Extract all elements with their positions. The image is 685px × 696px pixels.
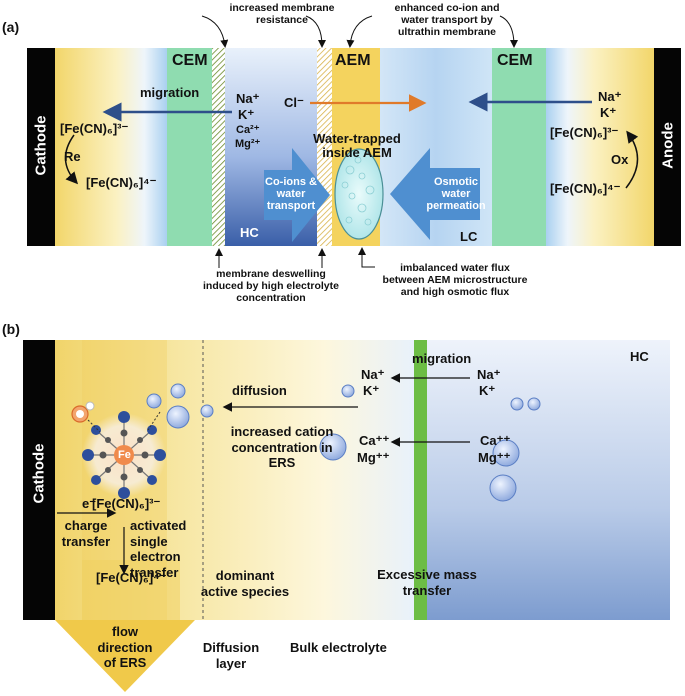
hc-label-b: HC: [630, 349, 649, 364]
note-increased-membrane-resistance: increased membrane resistance: [229, 2, 335, 27]
charge-transfer-label: charge transfer: [61, 518, 111, 549]
re-label: Re: [64, 149, 81, 164]
cem-right-membrane: [492, 48, 546, 246]
note-imbalanced-water-flux: imbalanced water flux between AEM micros…: [382, 262, 528, 299]
ion-k-b1: K⁺: [363, 383, 380, 398]
diffusion-label-b: diffusion: [232, 383, 287, 398]
ion-k-a: K⁺: [238, 107, 255, 122]
fe3-left: [Fe(CN)₆]³⁻: [60, 121, 129, 136]
ion-na-right: Na⁺: [598, 89, 622, 104]
fe-complex: [82, 411, 166, 499]
diffusion-layer-label: Diffusion layer: [202, 640, 260, 671]
coions-label: Co-ions & water transport: [265, 176, 317, 213]
fe-center-label: Fe: [118, 449, 131, 461]
cem-right-label: CEM: [497, 52, 533, 69]
cathode-label-b: Cathode: [30, 443, 48, 504]
increased-cation-label: increased cation concentration in ERS: [230, 424, 334, 471]
bulk-electrolyte-label: Bulk electrolyte: [290, 640, 387, 655]
coion-block-arrow: [264, 148, 330, 242]
fe-atom: [114, 445, 134, 465]
electron-label: e⁻: [82, 496, 97, 511]
cem-left-membrane: [167, 48, 212, 246]
anode-label-a: Anode: [659, 122, 677, 169]
osmotic-label: Osmotic water permeation: [426, 176, 486, 213]
activated-label: activated single electron transfer: [130, 518, 187, 580]
ion-cl-a: Cl⁻: [284, 95, 304, 110]
ion-na-b1: Na⁺: [361, 367, 385, 382]
membrane-b: [414, 340, 427, 620]
anode-electrode-a: [654, 48, 681, 246]
flow-direction-arrow: [55, 620, 195, 692]
ion-ca-b1: Ca⁺⁺: [359, 433, 390, 448]
ion-mg-b2: Mg⁺⁺: [478, 450, 511, 465]
fe4-left: [Fe(CN)₆]⁴⁻: [86, 175, 157, 190]
cem-left-label: CEM: [172, 52, 208, 69]
fe3-right: [Fe(CN)₆]³⁻: [550, 125, 619, 140]
ion-k-right: K⁺: [600, 105, 617, 120]
ox-label: Ox: [611, 152, 629, 167]
cathode-electrode-a: [27, 48, 55, 246]
lc-label-a: LC: [460, 229, 478, 244]
migration-label-b: migration: [412, 351, 472, 366]
note-enhanced-coion-transport: enhanced co-ion and water transport by u…: [394, 2, 500, 39]
migration-label-a: migration: [140, 85, 200, 100]
panel-a-label: (a): [2, 19, 20, 35]
water-bubble: [334, 148, 384, 240]
ion-k-b2: K⁺: [479, 383, 496, 398]
dominant-species-label: dominant active species: [200, 568, 290, 599]
ion-na-b2: Na⁺: [477, 367, 501, 382]
hc-label-a: HC: [240, 225, 259, 240]
fe4-b: [Fe(CN)₆]⁴⁻: [96, 570, 167, 585]
aem-label: AEM: [335, 52, 371, 69]
water-trapped-label: Water-trapped inside AEM: [313, 131, 401, 161]
excessive-mass-transfer-label: Excessive mass transfer: [377, 567, 477, 598]
ion-mg-a: Mg²⁺: [235, 138, 261, 150]
ion-mg-b1: Mg⁺⁺: [357, 450, 390, 465]
osmotic-block-arrow: [390, 148, 480, 240]
hc-region-b: [427, 340, 670, 620]
ion-ca-b2: Ca⁺⁺: [480, 433, 511, 448]
cathode-electrode-b: [23, 340, 55, 620]
ion-ca-a: Ca²⁺: [236, 124, 260, 136]
note-membrane-deswelling: membrane deswelling induced by high elec…: [203, 268, 339, 305]
cathode-label-a: Cathode: [32, 115, 50, 176]
fe3-b: [Fe(CN)₆]³⁻: [92, 496, 161, 511]
flow-direction-label: flow direction of ERS: [97, 624, 153, 671]
fe4-right: [Fe(CN)₆]⁴⁻: [550, 181, 621, 196]
ion-na-a: Na⁺: [236, 91, 260, 106]
panel-b-label: (b): [2, 321, 20, 337]
